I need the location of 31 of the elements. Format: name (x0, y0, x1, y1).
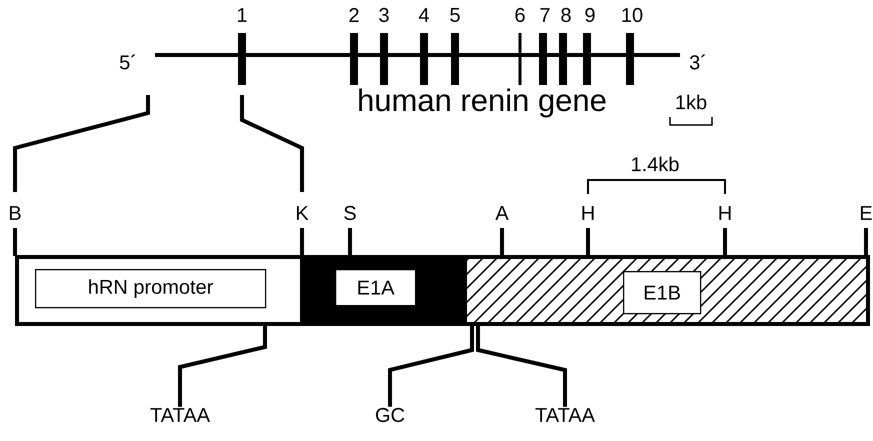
site-letter: B (10, 206, 21, 220)
exon-number: 4 (418, 8, 429, 22)
construct-segment: E1B (463, 255, 870, 326)
construct-segment: hRN promoter (15, 255, 304, 326)
exon-number: 8 (561, 8, 571, 22)
exon-number: 6 (515, 8, 525, 22)
element-label: GC (376, 408, 404, 422)
exon-number: 7 (540, 8, 550, 22)
end-label: 3´ (690, 54, 706, 70)
site-letter: S (344, 206, 356, 220)
site-letter: H (719, 206, 731, 220)
exon-number: 3 (379, 8, 389, 22)
gene-title: human renin gene (359, 88, 606, 118)
leader-line (178, 326, 267, 407)
dimension-label: 1.4kb (632, 156, 679, 172)
site-letter: K (296, 206, 308, 220)
exon-number: 9 (585, 8, 595, 22)
site-letter: A (495, 206, 509, 220)
exon-number: 5 (450, 8, 460, 22)
element-label: TATAA (150, 408, 210, 422)
element-label: TATAA (535, 408, 595, 422)
leader-line (476, 326, 567, 407)
exon-number: 2 (349, 8, 359, 22)
leader-line (388, 326, 474, 407)
construct-segment: E1A (300, 255, 467, 326)
site-letter: H (582, 206, 594, 220)
exon-number: 1 (238, 8, 247, 22)
exon-number: 10 (622, 8, 642, 22)
site-letter: E (860, 206, 872, 220)
end-label: 5´ (120, 54, 136, 70)
scale-label: 1kb (676, 94, 706, 110)
